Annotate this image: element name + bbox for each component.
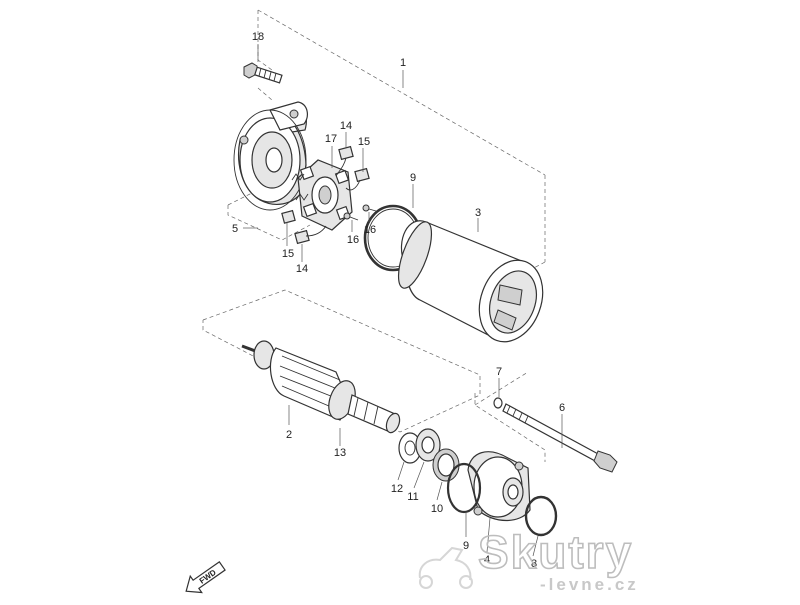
callout-2: 2 [286,429,292,441]
callout-labels: 18 1 5 17 14 15 15 14 16 16 9 3 2 13 7 6… [232,31,565,570]
callout-13: 13 [334,447,346,459]
brush-holder-outline [227,189,311,241]
washer-7 [493,397,503,409]
callout-9-lower: 9 [463,540,469,552]
brush-15-bottom [281,209,296,224]
watermark: Skutry -levne.cz [418,525,639,594]
callout-15-bottom: 15 [282,248,294,260]
front-cover-4 [467,451,531,521]
brush-14-bottom [294,225,327,245]
watermark-brand: Skutry [478,526,633,578]
rear-cover [233,101,308,211]
long-bolt-6 [502,403,618,473]
callout-1: 1 [400,57,406,69]
callout-8: 8 [531,558,537,570]
callout-3: 3 [475,207,481,219]
brush-14-top [335,145,354,177]
callout-14-bottom: 14 [296,263,308,275]
fwd-arrow-icon: FWD [185,561,226,594]
scooter-logo-icon [418,546,473,589]
leader-lines [243,44,563,557]
watermark-domain: -levne.cz [540,575,639,594]
callout-14-top: 14 [340,120,352,132]
callout-11: 11 [407,491,418,503]
oil-seal-10 [432,448,460,482]
callout-7: 7 [496,366,502,378]
o-ring-8 [524,495,558,537]
callout-5: 5 [232,223,238,235]
callout-16-a: 16 [347,234,359,246]
callout-4: 4 [484,554,490,566]
pinion-shaft-13 [347,394,401,434]
callout-16-b: 16 [364,224,376,236]
armature-2 [241,340,356,421]
yoke-housing-3 [397,220,544,343]
callout-9-upper: 9 [410,172,416,184]
o-ring-9-lower [446,462,482,514]
washer-11 [415,428,441,462]
brush-plate-17 [291,159,353,231]
callout-10: 10 [431,503,443,515]
armature-group-outline [202,289,481,433]
callout-17: 17 [325,133,337,145]
screw-16-b [362,204,377,212]
screw-16-a [343,212,359,221]
callout-12: 12 [391,483,403,495]
brush-15-top [345,167,370,191]
callout-6: 6 [559,402,565,414]
bolt-18 [243,62,283,84]
callout-18: 18 [252,31,264,43]
callout-15-top: 15 [358,136,370,148]
front-cover-group-outline [474,371,546,462]
